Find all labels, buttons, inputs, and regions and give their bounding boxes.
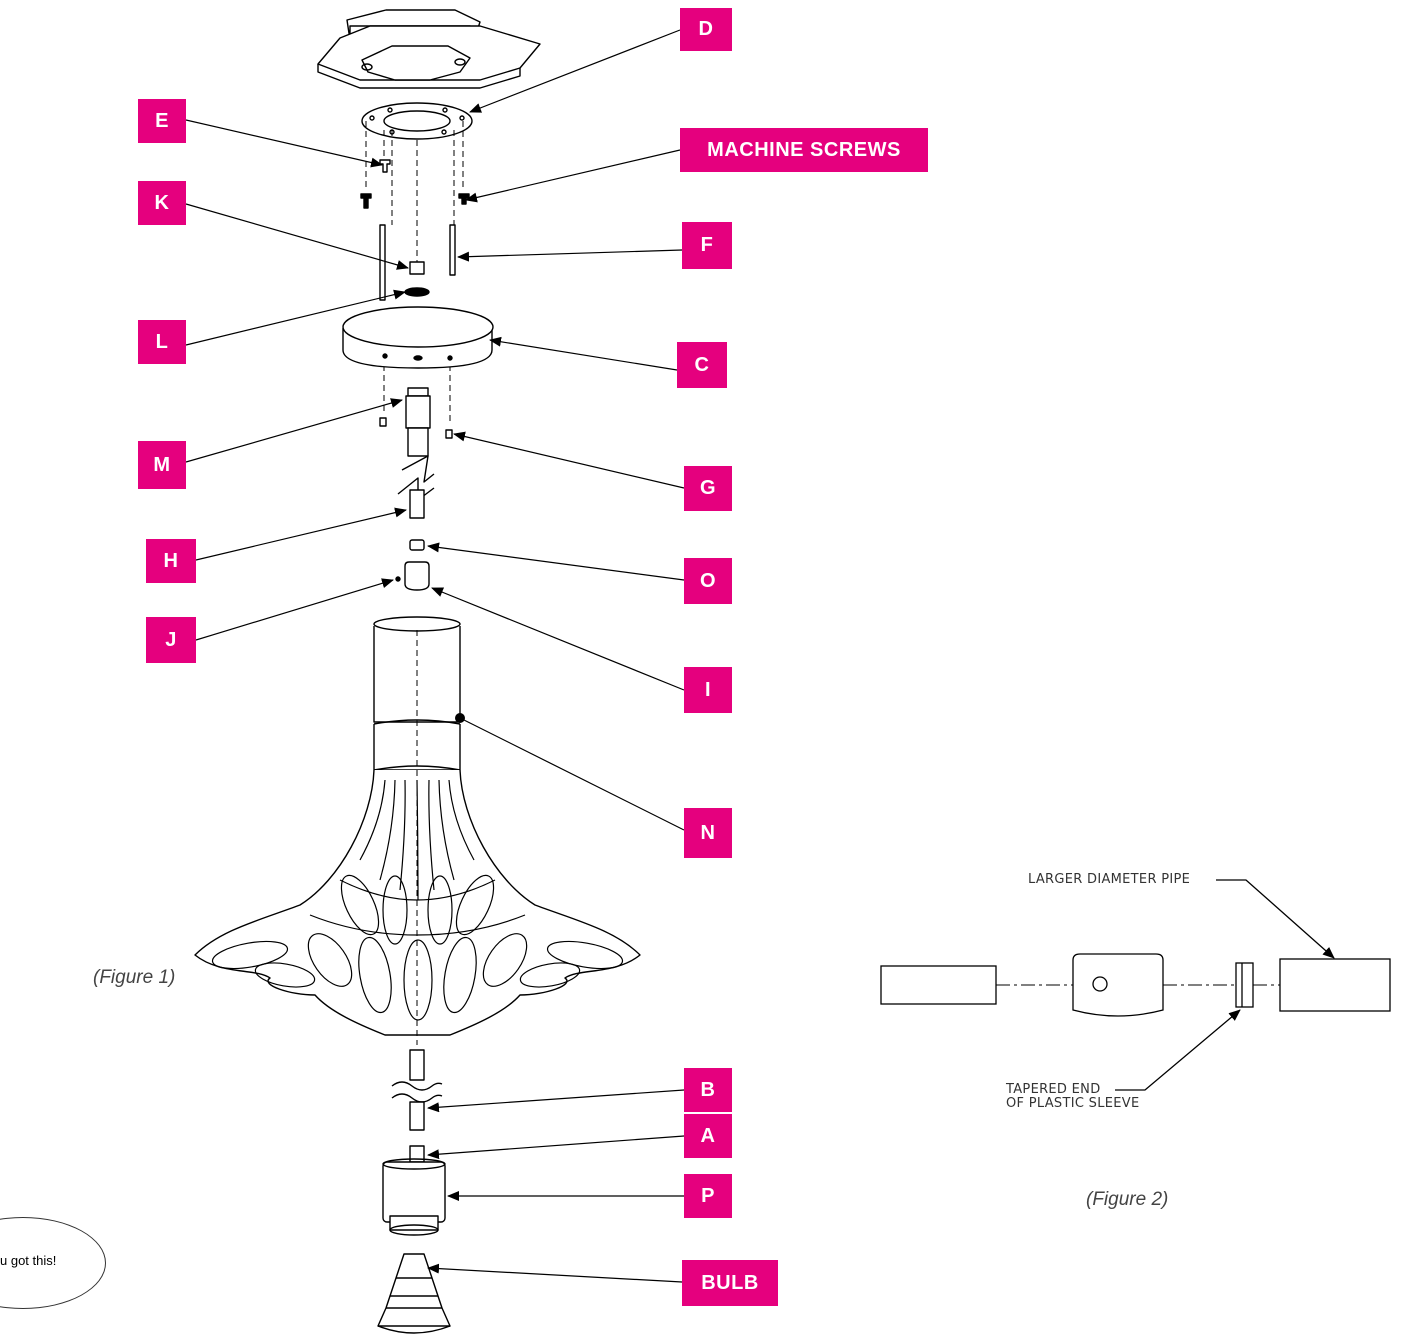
label-h: H: [146, 539, 196, 583]
mounting-bracket-d: [361, 102, 473, 140]
label-bulb: BULB: [682, 1260, 778, 1306]
label-j: J: [146, 617, 196, 663]
sleeve-label-line1: TAPERED END: [1006, 1082, 1101, 1097]
stem-assembly: [397, 387, 435, 519]
machine-screws: [360, 159, 470, 209]
label-b: B: [684, 1068, 732, 1112]
figure1-caption: (Figure 1): [93, 967, 176, 988]
canopy-plate: [317, 9, 541, 89]
label-k: K: [138, 181, 186, 225]
label-i: I: [684, 667, 732, 713]
bulb: [377, 1253, 451, 1334]
label-n: N: [684, 808, 732, 858]
speech-bubble-text: u got this!: [0, 1253, 57, 1268]
label-e: E: [138, 99, 186, 143]
figure2-diagram: [880, 879, 1391, 1091]
label-m: M: [138, 441, 186, 489]
label-g: G: [684, 466, 732, 511]
label-c: C: [677, 342, 727, 388]
label-p: P: [684, 1174, 732, 1218]
label-machine-screws: MACHINE SCREWS: [680, 128, 928, 172]
pipe-label: LARGER DIAMETER PIPE: [1028, 872, 1191, 887]
label-o: O: [684, 558, 732, 604]
label-f: F: [682, 222, 732, 269]
canopy-c: [342, 306, 494, 369]
label-l: L: [138, 320, 186, 364]
label-a: A: [684, 1114, 732, 1158]
sleeve-label-line2: OF PLASTIC SLEEVE: [1006, 1096, 1140, 1111]
figure2-caption: (Figure 2): [1086, 1189, 1169, 1210]
sleeve-label: TAPERED END OF PLASTIC SLEEVE: [1006, 1083, 1139, 1111]
label-d: D: [680, 8, 732, 51]
